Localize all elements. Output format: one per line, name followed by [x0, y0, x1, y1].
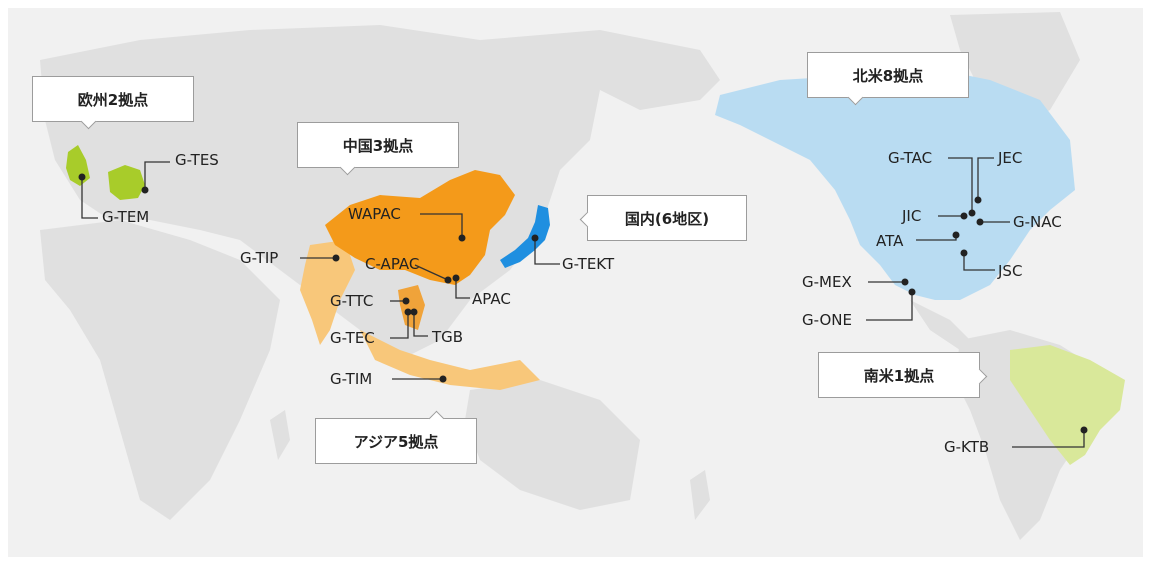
site-label-g-nac: G-NAC — [1013, 213, 1062, 231]
site-label-tgb: TGB — [432, 328, 464, 346]
site-label-g-tim: G-TIM — [330, 370, 373, 388]
callout-asia: アジア5拠点 — [315, 418, 477, 464]
site-label-g-tem: G-TEM — [102, 208, 150, 226]
leader-lines — [81, 157, 1085, 448]
site-label-c-apac: C-APAC — [365, 255, 420, 273]
callout-europe: 欧州2拠点 — [32, 76, 194, 122]
site-label-g-mex: G-MEX — [802, 273, 852, 291]
site-label-g-tes: G-TES — [175, 151, 219, 169]
region-label-north-america: 北米8拠点 — [852, 66, 924, 85]
region-label-asia: アジア5拠点 — [353, 432, 439, 451]
site-label-ata: ATA — [876, 232, 904, 250]
japan-highlight — [500, 205, 550, 268]
china-highlight — [325, 170, 515, 285]
site-label-g-one: G-ONE — [802, 311, 852, 329]
thailand-highlight — [398, 285, 425, 330]
site-label-jec: JEC — [998, 149, 1023, 167]
callout-japan: 国内(6地区) — [587, 195, 747, 241]
region-label-europe: 欧州2拠点 — [77, 90, 149, 109]
site-label-apac: APAC — [472, 290, 511, 308]
callout-south-america: 南米1拠点 — [818, 352, 980, 398]
site-label-g-ktb: G-KTB — [944, 438, 990, 456]
region-label-south-america: 南米1拠点 — [863, 366, 935, 385]
site-label-jsc: JSC — [998, 262, 1023, 280]
callout-china: 中国3拠点 — [297, 122, 459, 168]
region-label-japan: 国内(6地区) — [624, 209, 710, 228]
site-label-jic: JIC — [902, 207, 922, 225]
site-label-wapac: WAPAC — [348, 205, 401, 223]
north-america-highlight — [715, 70, 1075, 300]
site-dots — [78, 173, 1088, 434]
callout-north-america: 北米8拠点 — [807, 52, 969, 98]
region-label-china: 中国3拠点 — [342, 136, 414, 155]
site-label-g-tac: G-TAC — [888, 149, 933, 167]
site-label-g-tekt: G-TEKT — [562, 255, 615, 273]
asia-highlight — [300, 240, 540, 390]
south-america-highlight — [1010, 345, 1125, 465]
site-label-g-tip: G-TIP — [240, 249, 279, 267]
site-label-g-tec: G-TEC — [330, 329, 375, 347]
site-label-g-ttc: G-TTC — [330, 292, 374, 310]
